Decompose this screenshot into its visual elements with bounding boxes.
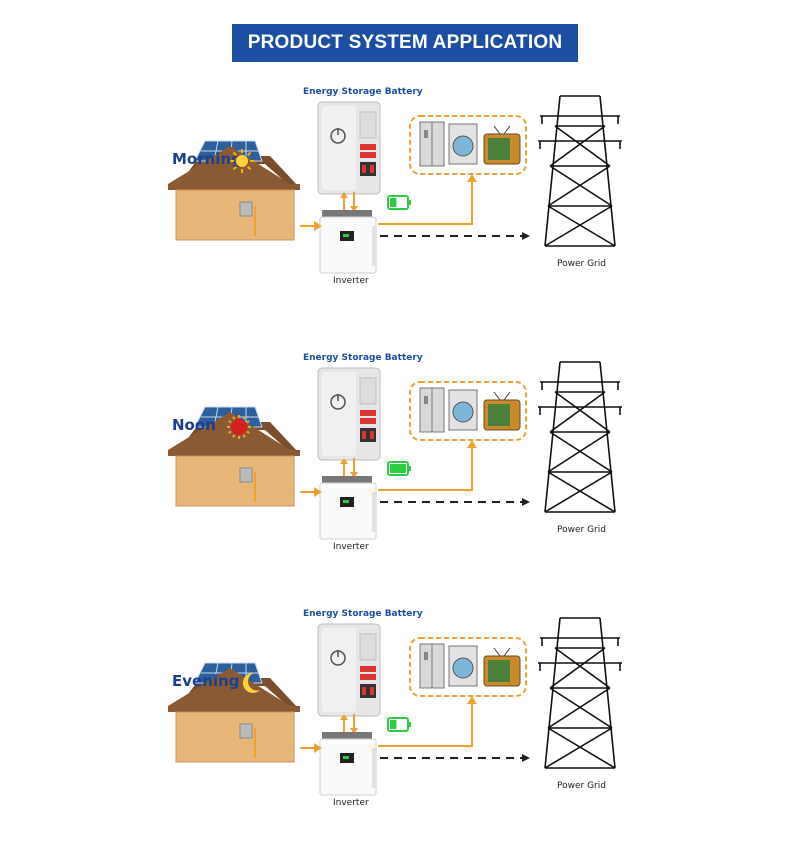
tv-icon (483, 647, 521, 687)
scenario-diagram (168, 95, 622, 274)
time-of-day-label: Noon (172, 416, 216, 434)
battery-inverter-arrows (340, 458, 358, 478)
scenario-panel-morning: Morning Energy Storage Battery Inverter … (0, 86, 790, 326)
house-to-inverter-arrow (300, 221, 322, 231)
solar-house (168, 406, 300, 507)
energy-storage-battery (317, 623, 381, 717)
inverter-to-appliances-arrow (378, 696, 477, 747)
page-title: PRODUCT SYSTEM APPLICATION (247, 32, 563, 53)
inverter-label: Inverter (333, 542, 369, 552)
refrigerator-icon (419, 387, 445, 433)
energy-storage-battery-label: Energy Storage Battery (303, 353, 423, 363)
battery-charge-icon (387, 717, 411, 732)
power-grid-label: Power Grid (557, 525, 606, 535)
inverter-to-grid-arrow (380, 232, 530, 240)
home-appliances (409, 115, 527, 175)
house-to-inverter-arrow (300, 487, 322, 497)
power-grid-label: Power Grid (557, 781, 606, 791)
battery-charge-icon (387, 195, 411, 210)
washing-machine-icon (448, 123, 478, 165)
inverter (319, 476, 377, 540)
inverter (319, 732, 377, 796)
scenario-panel-noon: Noon Energy Storage Battery Inverter Pow… (0, 352, 790, 592)
home-appliances (409, 381, 527, 441)
inverter-to-appliances-arrow (378, 440, 477, 491)
washing-machine-icon (448, 389, 478, 431)
refrigerator-icon (419, 121, 445, 167)
battery-inverter-arrows (340, 192, 358, 212)
scenario-diagram (168, 617, 622, 796)
battery-inverter-arrows (340, 714, 358, 734)
tv-icon (483, 391, 521, 431)
inverter-label: Inverter (333, 276, 369, 286)
inverter-label: Inverter (333, 798, 369, 808)
sun-icon (230, 149, 254, 173)
power-grid-tower-icon (538, 617, 622, 769)
power-grid-label: Power Grid (557, 259, 606, 269)
inverter-to-grid-arrow (380, 498, 530, 506)
scenario-panel-evening: Evening Energy Storage Battery Inverter … (0, 608, 790, 848)
scenario-diagram (168, 361, 622, 540)
inverter (319, 210, 377, 274)
washing-machine-icon (448, 645, 478, 687)
energy-storage-battery-label: Energy Storage Battery (303, 87, 423, 97)
power-grid-tower-icon (538, 95, 622, 247)
energy-storage-battery (317, 367, 381, 461)
time-of-day-label: Morning (172, 150, 242, 168)
time-of-day-label: Evening (172, 672, 240, 690)
energy-storage-battery-label: Energy Storage Battery (303, 609, 423, 619)
battery-charge-icon (387, 461, 411, 476)
home-appliances (409, 637, 527, 697)
red-sun-icon (227, 415, 251, 439)
energy-storage-battery (317, 101, 381, 195)
solar-house (168, 662, 300, 763)
power-grid-tower-icon (538, 361, 622, 513)
inverter-to-appliances-arrow (378, 174, 477, 225)
house-to-inverter-arrow (300, 743, 322, 753)
inverter-to-grid-arrow (380, 754, 530, 762)
refrigerator-icon (419, 643, 445, 689)
moon-icon (242, 672, 260, 693)
tv-icon (483, 125, 521, 165)
page-title-banner: PRODUCT SYSTEM APPLICATION (232, 24, 578, 62)
